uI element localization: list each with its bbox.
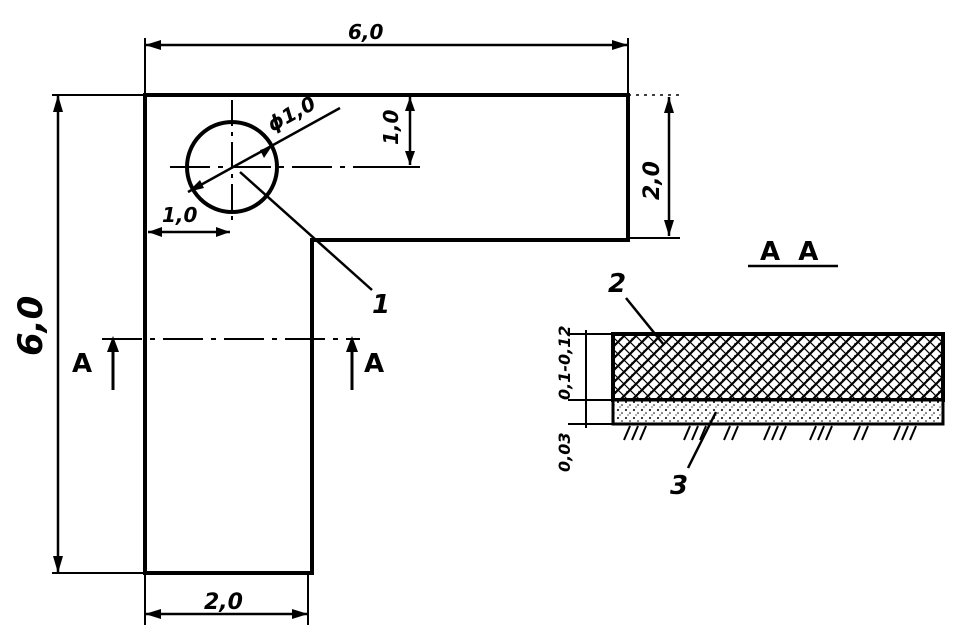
right-height-label: 2,0	[640, 161, 665, 200]
callout-1-leader	[239, 171, 373, 291]
bottom-width-arrow-left	[145, 609, 161, 619]
callout-2-leader	[625, 297, 665, 346]
callout-3-label: 3	[670, 471, 688, 501]
top-width-arrow-right	[612, 40, 628, 50]
hole-offset-y-arrow-top	[405, 97, 415, 111]
right-height-arrow-bottom	[664, 220, 674, 236]
top-width-arrow-left	[145, 40, 161, 50]
section-mark-left-label: A	[72, 349, 92, 379]
top-width-label: 6,0	[348, 20, 384, 44]
diameter-arrow-2	[260, 146, 272, 158]
callout-3-leader	[686, 411, 718, 469]
hole-offset-y-label: 1,0	[379, 109, 403, 145]
hole-offset-x-arrow-left	[148, 227, 162, 237]
callout-1-label: 1	[372, 290, 390, 320]
bottom-width-arrow-right	[292, 609, 308, 619]
diameter-arrow	[188, 180, 204, 192]
left-height-label: 6,0	[11, 296, 51, 356]
section-mark-right-arrow	[346, 336, 358, 352]
section-mark-left-arrow	[107, 336, 119, 352]
callout-2-label: 2	[608, 269, 626, 299]
hole-offset-x-label: 1,0	[162, 203, 198, 227]
right-height-arrow-top	[664, 97, 674, 113]
section-base-hatching	[623, 425, 917, 441]
section-view-title: A A	[760, 237, 818, 267]
section-layer-coating	[611, 332, 945, 402]
thickness-top-label: 0,1-0,12	[555, 326, 574, 400]
left-height-arrow-bottom	[53, 556, 63, 573]
thickness-bottom-label: 0,03	[555, 433, 574, 472]
hole-offset-x-arrow-right	[216, 227, 230, 237]
hole-offset-y-arrow-bottom	[405, 151, 415, 165]
section-layer-substrate	[611, 398, 945, 426]
bottom-width-label: 2,0	[204, 590, 243, 615]
section-mark-right-label: A	[364, 349, 384, 379]
left-height-arrow-top	[53, 95, 63, 112]
hole-diameter-label: ϕ1,0	[263, 91, 320, 136]
